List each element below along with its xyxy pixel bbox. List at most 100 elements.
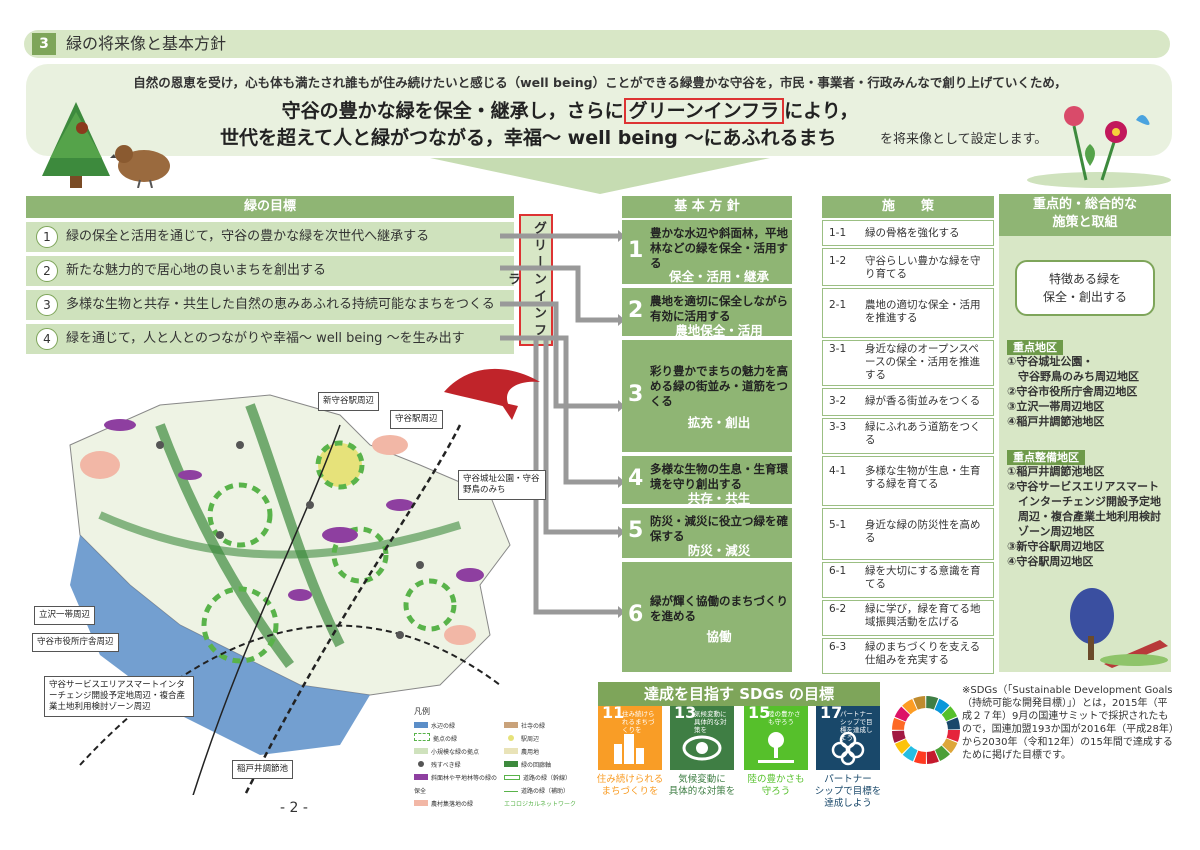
legend-item: 残すべき緑 xyxy=(414,759,502,772)
list-item: 守谷野鳥のみち周辺地区 xyxy=(1007,370,1139,383)
legend-item: エコロジカルネットワーク xyxy=(504,801,577,808)
legend-item: 水辺の緑 xyxy=(414,720,502,733)
sdg-caption: 陸の豊かさも守ろう xyxy=(747,774,805,797)
sdg-label: 住み続けられるまちづくりを xyxy=(622,710,655,734)
legend-item: 拠点の緑 xyxy=(414,733,502,746)
sdg-caption: 気候変動に具体的な対策を xyxy=(668,774,736,797)
sdg-number: 15 xyxy=(748,703,771,722)
map-callout: 立沢一帯周辺 xyxy=(34,606,96,625)
measure-text: 身近な緑の防災性を高める xyxy=(865,519,981,544)
feature-line1: 特徴ある緑を xyxy=(1048,272,1121,286)
sdg-label: 陸の豊かさも守ろう xyxy=(768,710,801,726)
goal-number: 4 xyxy=(36,327,58,350)
policy-number: 3 xyxy=(628,382,644,407)
policy-text: 農地を適切に保全しながら有効に活用する xyxy=(650,294,788,323)
policy-6: 6 緑が輝く協働のまちづくりを進める 協働 xyxy=(622,562,792,672)
vision-suffix: を将来像として設定します。 xyxy=(880,132,1048,147)
policy-subtitle: 拡充・創出 xyxy=(687,415,751,430)
measure-item: 3-1 身近な緑のオープンスペースの保全・活用を推進する xyxy=(822,340,994,386)
vision-headline-1c: により， xyxy=(784,100,859,122)
legend-col-2: 社寺の緑 駅周辺 農用地 緑の回廊軸 道路の緑（幹線） 道路の緑（補助） エコロ… xyxy=(504,720,594,811)
park-bench-illustration xyxy=(1070,588,1168,668)
measure-text: 多様な生物が生息・生育する緑を育てる xyxy=(865,465,981,490)
measure-item: 4-1 多様な生物が生息・生育する緑を育てる xyxy=(822,456,994,506)
map-callout: 守谷サービスエリアスマートインターチェンジ開設予定地周辺・複合產業土地利用検討ゾ… xyxy=(44,676,194,717)
policy-subtitle: 防災・減災 xyxy=(687,543,751,558)
priority-tag-2: 重点整備地区 xyxy=(1007,446,1085,465)
measure-text: 守谷らしい豊かな緑を守り育てる xyxy=(865,255,981,280)
policy-text: 多様な生物の生息・生育環境を守り創出する xyxy=(650,462,788,491)
policy-text: 彩り豊かでまちの魅力を高める緑の街並み・道筋をつくる xyxy=(650,364,788,408)
policy-subtitle: 保全・活用・継承 xyxy=(668,269,769,284)
measure-number: 3-1 xyxy=(829,343,847,355)
legend-item: 農用地 xyxy=(504,746,594,759)
legend-item: 小規模な緑の拠点 xyxy=(414,746,502,759)
priority-head-line1: 重点的・総合的な xyxy=(1032,197,1137,212)
measure-number: 3-2 xyxy=(829,395,847,407)
policy-2: 2 農地を適切に保全しながら有効に活用する 農地保全・活用 xyxy=(622,288,792,338)
policy-3: 3 彩り豊かでまちの魅力を高める緑の街並み・道筋をつくる 拡充・創出 xyxy=(622,340,792,452)
sdg-number: 11 xyxy=(602,703,625,722)
policy-5: 5 防災・減災に役立つ緑を確保する 防災・減災 xyxy=(622,508,792,558)
priority-tag-label: 重点整備地区 xyxy=(1007,450,1085,465)
measure-text: 身近な緑のオープンスペースの保全・活用を推進する xyxy=(865,343,980,381)
policy-subtitle: 協働 xyxy=(706,629,732,644)
goals-head: 緑の目標 xyxy=(26,196,514,218)
priority-tag-label: 重点地区 xyxy=(1007,340,1063,355)
sdg-label: 気候変動に具体的な対策を xyxy=(694,710,727,734)
vision-intro: 自然の恩恵を受け，心も体も満たされ誰もが住み続けたいと感じる（well bein… xyxy=(133,75,1067,90)
map-callout: 稲戸井調節池 xyxy=(232,760,294,779)
policy-number: 5 xyxy=(628,518,644,543)
list-item: ③立沢一帯周辺地区 xyxy=(1007,400,1105,413)
measure-item: 2-1 農地の適切な保全・活用を推進する xyxy=(822,288,994,338)
sdg-number: 13 xyxy=(674,703,697,722)
list-item: ②守谷市役所庁舎周辺地区 xyxy=(1007,385,1138,398)
goal-number: 3 xyxy=(36,293,58,316)
list-item: ③新守谷駅周辺地区 xyxy=(1007,540,1105,553)
legend-item: 道路の緑（補助） xyxy=(504,785,594,798)
vision-headline-1a: 守谷の豊かな緑を保全・継承し，さらに xyxy=(281,100,624,122)
measure-number: 3-3 xyxy=(829,421,847,433)
priority-list-1: ①守谷城址公園・ 守谷野鳥のみち周辺地区 ②守谷市役所庁舎周辺地区 ③立沢一帯周… xyxy=(1007,354,1169,429)
policy-number: 4 xyxy=(628,466,644,491)
sdgs-note: ※SDGs（「Sustainable Development Goals（持続可… xyxy=(962,685,1174,761)
sdgs-wheel-icon xyxy=(892,696,960,764)
goal-number: 1 xyxy=(36,225,58,248)
measure-number: 4-1 xyxy=(829,465,847,477)
goal-text: 緑の保全と活用を通じて，守谷の豊かな緑を次世代へ継承する xyxy=(66,229,430,244)
priority-head: 重点的・総合的な施策と取組 xyxy=(999,194,1171,236)
vision-panel xyxy=(26,64,1172,156)
tree-illustration xyxy=(42,102,110,188)
measure-text: 農地の適切な保全・活用を推進する xyxy=(865,299,981,324)
goal-row: 4 緑を通じて，人と人とのつながりや幸福～ well being ～を生み出す xyxy=(26,324,514,354)
section-title: 緑の将来像と基本方針 xyxy=(66,34,227,53)
measure-number: 2-1 xyxy=(829,299,847,311)
goal-text: 緑を通じて，人と人とのつながりや幸福～ well being ～を生み出す xyxy=(66,331,465,346)
list-item: 周辺・複合產業土地利用検討 xyxy=(1007,510,1161,523)
sdgs-title: 達成を目指す SDGs の目標 xyxy=(598,682,880,706)
goal-number: 2 xyxy=(36,259,58,282)
legend-item: 社寺の緑 xyxy=(504,720,594,733)
policy-subtitle: 農地保全・活用 xyxy=(675,323,763,338)
policy-number: 1 xyxy=(628,238,644,263)
policy-4: 4 多様な生物の生息・生育環境を守り創出する 共存・共生 xyxy=(622,456,792,506)
sdg-caption: 住み続けられるまちづくりを xyxy=(596,774,664,797)
priority-head-line2: 施策と取組 xyxy=(1052,215,1118,230)
list-item: ゾーン周辺地区 xyxy=(1007,525,1095,538)
section-header-bar xyxy=(24,30,1170,58)
measure-text: 緑を大切にする意識を育てる xyxy=(865,565,981,590)
section-number: 3 xyxy=(32,33,56,55)
green-map xyxy=(69,394,511,795)
legend-col-1: 水辺の緑 拠点の緑 小規模な緑の拠点 残すべき緑 斜面林や平地林等の緑の保全 農… xyxy=(414,720,502,811)
